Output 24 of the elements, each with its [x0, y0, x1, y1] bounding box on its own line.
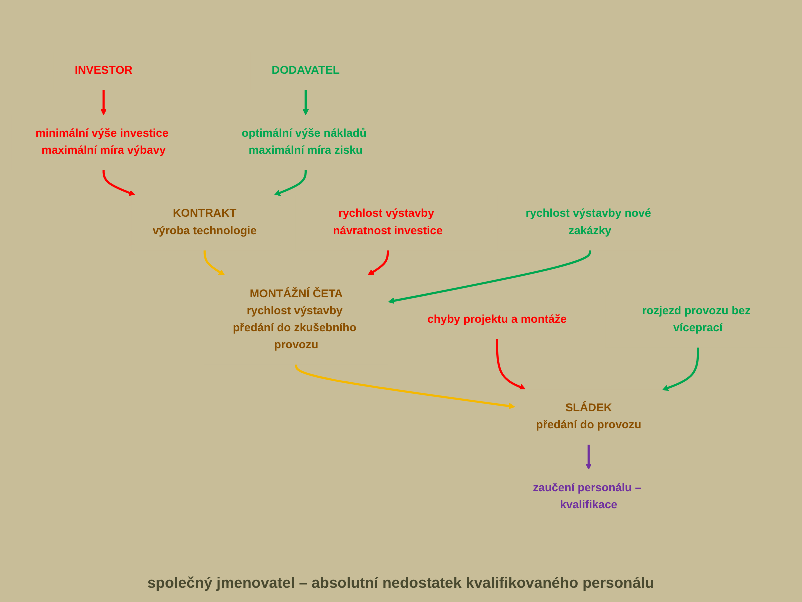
arrow [274, 170, 307, 196]
arrow [302, 90, 310, 116]
arrow [586, 444, 592, 470]
arrow [496, 339, 526, 390]
node-text: minimální výše investice maximální míra výbavy [36, 128, 169, 157]
arrow [368, 250, 390, 276]
node-text: SLÁDEK předání do provozu [536, 402, 642, 432]
node-text: rozjezd provozu bez víceprací [642, 305, 751, 334]
node-text: KONTRAKT výroba technologie [152, 208, 257, 238]
note-text: společný jmenovatel – absolutní nedostatek kvalifikovaného personálu [148, 575, 654, 592]
arrow [102, 170, 136, 196]
node-text: DODAVATEL [272, 64, 340, 77]
node-text: rychlost výstavby nové zakázky [526, 208, 652, 238]
arrow [662, 348, 700, 392]
node-text: optimální výše nákladů maximální míra zisku [242, 128, 367, 157]
node-text: MONTÁŽNÍ ČETA rychlost výstavby předání do zkušebního provozu [233, 288, 357, 352]
arrow [295, 364, 516, 410]
node-text: INVESTOR [74, 64, 133, 77]
node-text: zaučení personálu – kvalifikace [533, 482, 642, 512]
node-text: rychlost výstavby návratnost investice [333, 208, 443, 238]
arrow [204, 250, 226, 276]
node-text: chyby projektu a montáže [428, 314, 567, 326]
arrow [100, 90, 107, 116]
arrow [388, 250, 592, 304]
